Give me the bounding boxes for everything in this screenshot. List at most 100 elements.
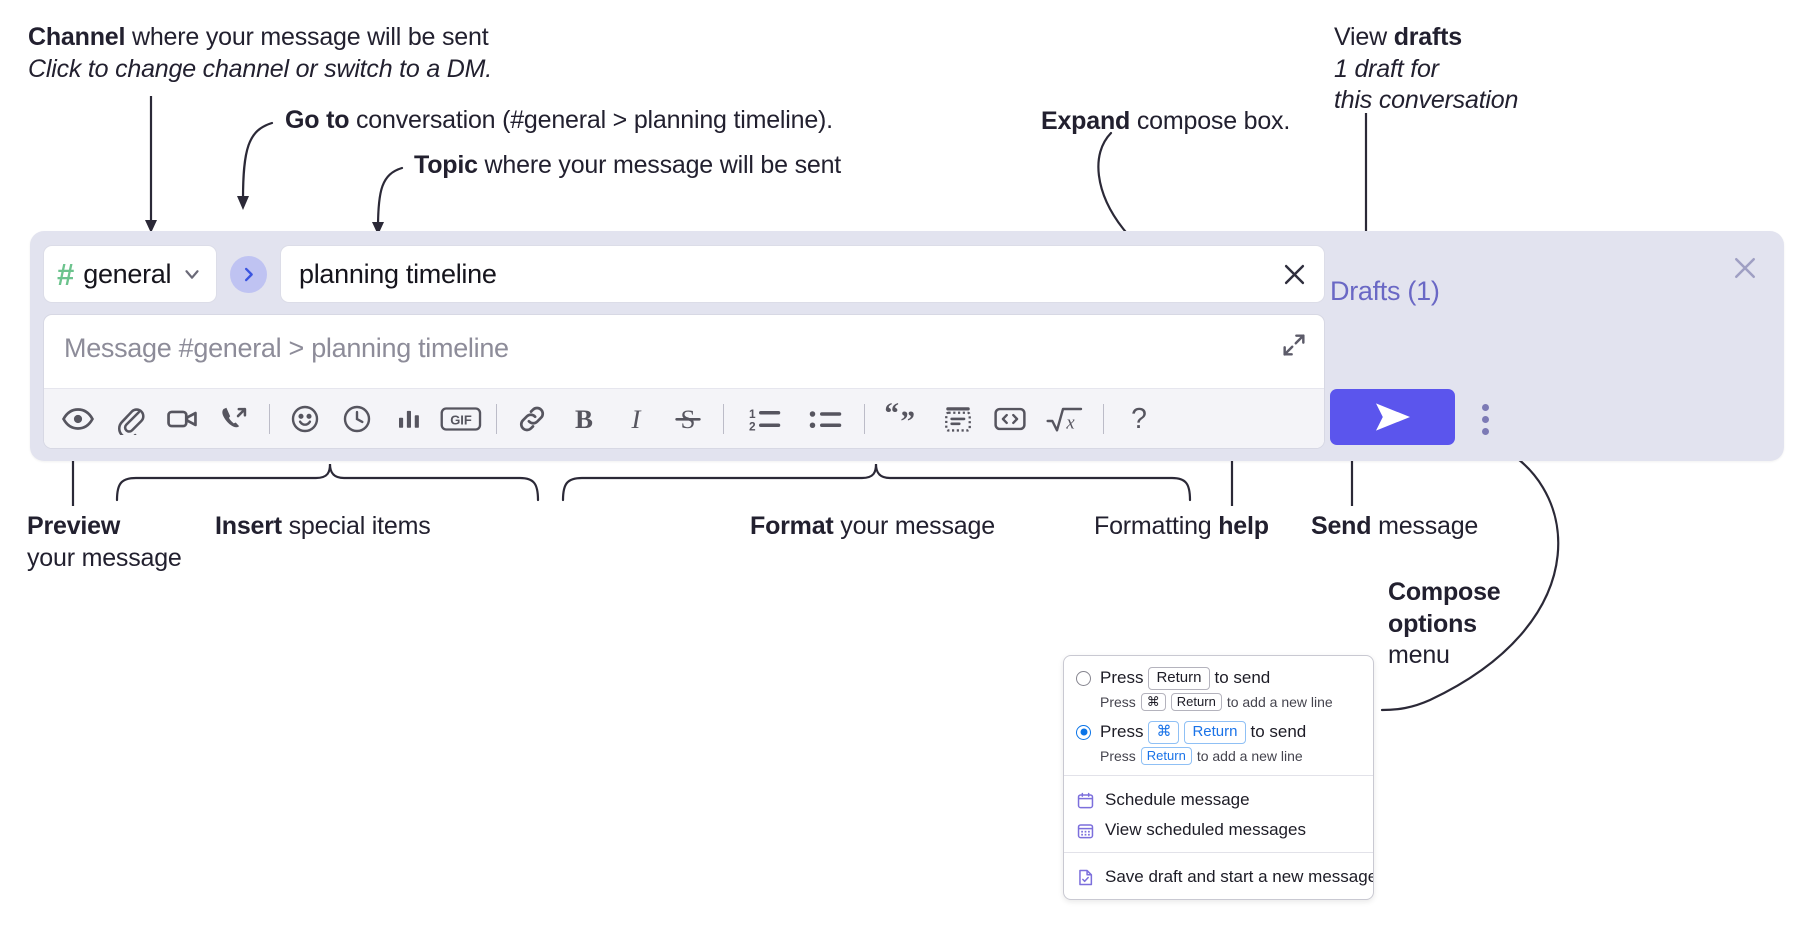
panel-close-button[interactable] xyxy=(1730,253,1760,283)
send-option-action-label: to send xyxy=(1214,668,1271,688)
poll-icon[interactable] xyxy=(383,396,435,442)
audio-clip-icon[interactable] xyxy=(208,396,260,442)
channel-topic-row: # general planning timeline xyxy=(43,244,1325,304)
math-icon[interactable]: x xyxy=(1036,396,1094,442)
help-icon[interactable]: ? xyxy=(1113,396,1165,442)
send-option-cmd-return-hint: Press Return to add a new line xyxy=(1064,745,1373,768)
annotation-drafts-bold: drafts xyxy=(1393,23,1462,51)
key-command: ⌘ xyxy=(1140,692,1166,711)
annotation-formatting-help: Formatting help xyxy=(1094,511,1424,543)
topic-field[interactable]: planning timeline xyxy=(280,245,1325,303)
send-option-press-label: Press xyxy=(1100,668,1144,688)
menu-item-schedule-message[interactable]: Schedule message xyxy=(1064,785,1373,815)
annotation-format-bold: Format xyxy=(750,512,834,540)
send-shortcut-options: Press Return to send Press ⌘ Return to a… xyxy=(1064,656,1373,775)
topic-value: planning timeline xyxy=(299,258,497,289)
send-button[interactable] xyxy=(1330,389,1455,445)
menu-item-save-draft[interactable]: Save draft and start a new message xyxy=(1064,862,1373,892)
annotation-format-rest: your message xyxy=(833,512,995,540)
bulleted-list-icon[interactable] xyxy=(795,396,855,442)
menu-item-view-scheduled-messages[interactable]: View scheduled messages xyxy=(1064,815,1373,845)
svg-text:“: “ xyxy=(884,403,899,430)
goto-conversation-button[interactable] xyxy=(230,255,267,293)
hint-action-label: to add a new line xyxy=(1226,693,1333,710)
video-clip-icon[interactable] xyxy=(156,396,208,442)
annotation-preview-bold: Preview xyxy=(27,512,121,540)
chevron-down-icon xyxy=(181,263,203,285)
annotation-preview: Preview your message xyxy=(27,511,237,574)
draft-group: Save draft and start a new message xyxy=(1064,852,1373,899)
annotation-drafts-italic-2: this conversation xyxy=(1334,86,1519,114)
schedule-group: Schedule message View scheduled messages xyxy=(1064,775,1373,852)
key-return: Return xyxy=(1140,746,1192,765)
annotation-compose-rest: menu xyxy=(1388,641,1450,669)
attachment-icon[interactable] xyxy=(104,396,156,442)
inline-code-icon[interactable] xyxy=(984,396,1036,442)
annotation-drafts: View drafts 1 draft for this conversatio… xyxy=(1334,22,1804,117)
annotation-compose-bold-2: options xyxy=(1388,609,1477,638)
svg-text:B: B xyxy=(575,404,593,434)
hint-press-label: Press xyxy=(1100,747,1136,764)
clock-icon[interactable] xyxy=(331,396,383,442)
annotation-goto-bold: Go to xyxy=(285,106,350,134)
send-option-cmd-return[interactable]: Press ⌘ Return to send xyxy=(1064,719,1373,745)
blockquote-icon[interactable]: “” xyxy=(874,396,932,442)
annotation-expand-bold: Expand xyxy=(1041,107,1131,135)
menu-item-label: View scheduled messages xyxy=(1105,820,1306,839)
strikethrough-icon[interactable]: S xyxy=(662,396,714,442)
radio-unselected-icon[interactable] xyxy=(1076,670,1091,686)
annotation-channel-rest: where your message will be sent xyxy=(125,23,489,51)
emoji-icon[interactable] xyxy=(279,396,331,442)
annotation-send-bold: Send xyxy=(1311,512,1372,540)
annotation-insert: Insert special items xyxy=(215,511,615,543)
message-input-box[interactable]: Message #general > planning timeline xyxy=(43,314,1325,449)
annotation-channel-bold: Channel xyxy=(28,23,126,51)
send-option-press-label: Press xyxy=(1100,722,1144,742)
kebab-dot xyxy=(1481,403,1489,411)
link-icon[interactable] xyxy=(506,396,558,442)
annotation-insert-bold: Insert xyxy=(215,512,282,540)
code-block-icon[interactable] xyxy=(932,396,984,442)
compose-inner: # general planning timeline Message #gen… xyxy=(43,244,1325,449)
italic-icon[interactable]: I xyxy=(610,396,662,442)
svg-text:”: ” xyxy=(900,406,915,435)
key-return: Return xyxy=(1184,721,1246,744)
toolbar-separator xyxy=(864,403,865,434)
radio-selected-icon[interactable] xyxy=(1076,724,1091,740)
preview-icon[interactable] xyxy=(52,396,104,442)
key-return: Return xyxy=(1170,692,1222,711)
annotation-expand: Expand compose box. xyxy=(1041,106,1461,138)
compose-options-menu: Press Return to send Press ⌘ Return to a… xyxy=(1063,655,1374,900)
annotation-topic-bold: Topic xyxy=(414,151,478,179)
send-option-return[interactable]: Press Return to send xyxy=(1064,665,1373,691)
channel-select[interactable]: # general xyxy=(43,245,217,303)
drafts-link[interactable]: Drafts (1) xyxy=(1330,276,1440,306)
svg-text:2: 2 xyxy=(749,419,756,433)
hash-icon: # xyxy=(57,256,75,292)
annotation-format: Format your message xyxy=(750,511,1170,543)
compose-options-button[interactable] xyxy=(1472,399,1498,439)
annotation-preview-rest: your message xyxy=(27,543,182,572)
compose-panel: Drafts (1) # general planning timeline xyxy=(30,231,1784,461)
annotation-goto-rest: conversation (#general > planning timeli… xyxy=(349,106,833,134)
send-option-action-label: to send xyxy=(1250,722,1307,742)
annotation-channel-italic: Click to change channel or switch to a D… xyxy=(28,54,493,83)
kebab-dot xyxy=(1481,427,1489,435)
topic-clear-icon[interactable] xyxy=(1279,259,1310,290)
gif-icon[interactable]: GIF xyxy=(435,396,487,442)
message-placeholder: Message #general > planning timeline xyxy=(64,333,509,363)
toolbar-separator xyxy=(723,403,724,434)
annotation-compose-bold-1: Compose xyxy=(1388,578,1501,606)
annotation-insert-rest: special items xyxy=(281,512,431,540)
toolbar-separator xyxy=(496,403,497,434)
draft-check-icon xyxy=(1076,868,1095,887)
annotation-goto: Go to conversation (#general > planning … xyxy=(285,105,1045,137)
annotation-send-rest: message xyxy=(1371,512,1479,540)
bold-icon[interactable]: B xyxy=(558,396,610,442)
chevron-right-icon xyxy=(239,265,258,284)
send-option-return-hint: Press ⌘ Return to add a new line xyxy=(1064,691,1373,714)
ordered-list-icon[interactable]: 1 2 xyxy=(733,396,795,442)
expand-icon[interactable] xyxy=(1280,331,1308,359)
kebab-dot xyxy=(1481,415,1489,423)
annotation-help-rest: Formatting xyxy=(1094,512,1219,540)
